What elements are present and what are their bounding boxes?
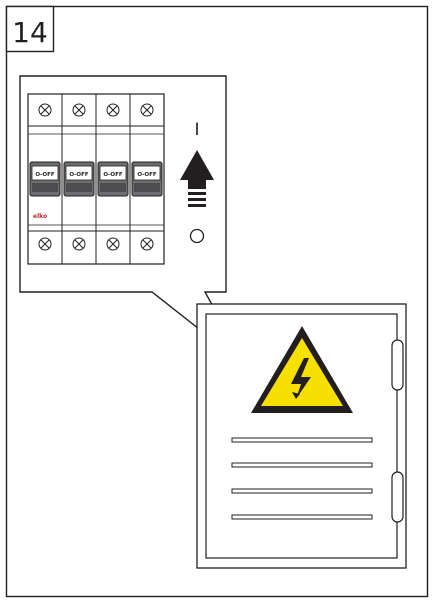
high-voltage-warning-icon [251,326,353,413]
circuit-breaker: O-OFF O-OFF O-OFF O-OFF elko [27,93,165,265]
breaker-toggle-lever[interactable]: O-OFF [97,161,129,197]
electrical-cabinet [196,303,407,569]
terminal-screw-bottom [140,237,154,251]
breaker-brand-mark: elko [33,213,47,220]
door-hinge-bottom [391,471,404,523]
step-number: 14 [12,16,48,49]
terminal-screw-top [72,103,86,117]
off-symbol [189,228,205,244]
door-label-line [231,488,373,494]
pole-label: O-OFF [35,172,54,178]
terminal-screw-bottom [38,237,52,251]
door-hinge-top [391,339,404,391]
terminal-screw-top [106,103,120,117]
terminal-screw-top [140,103,154,117]
pole-label: O-OFF [137,172,156,178]
pole-label: O-OFF [103,172,122,178]
switch-indicator: I O [180,120,214,244]
door-label-line [231,514,373,520]
terminal-screw-bottom [106,237,120,251]
step-badge: 14 [5,5,55,53]
door-label-line [231,462,373,468]
on-symbol: I [194,120,199,140]
breaker-toggle-lever[interactable]: O-OFF [29,161,61,197]
breaker-toggle-lever[interactable]: O-OFF [131,161,163,197]
terminal-screw-bottom [72,237,86,251]
pole-label: O-OFF [69,172,88,178]
breaker-toggle-lever[interactable]: O-OFF [63,161,95,197]
door-label-line [231,437,373,443]
terminal-screw-top [38,103,52,117]
arrow-up-icon [180,150,214,207]
